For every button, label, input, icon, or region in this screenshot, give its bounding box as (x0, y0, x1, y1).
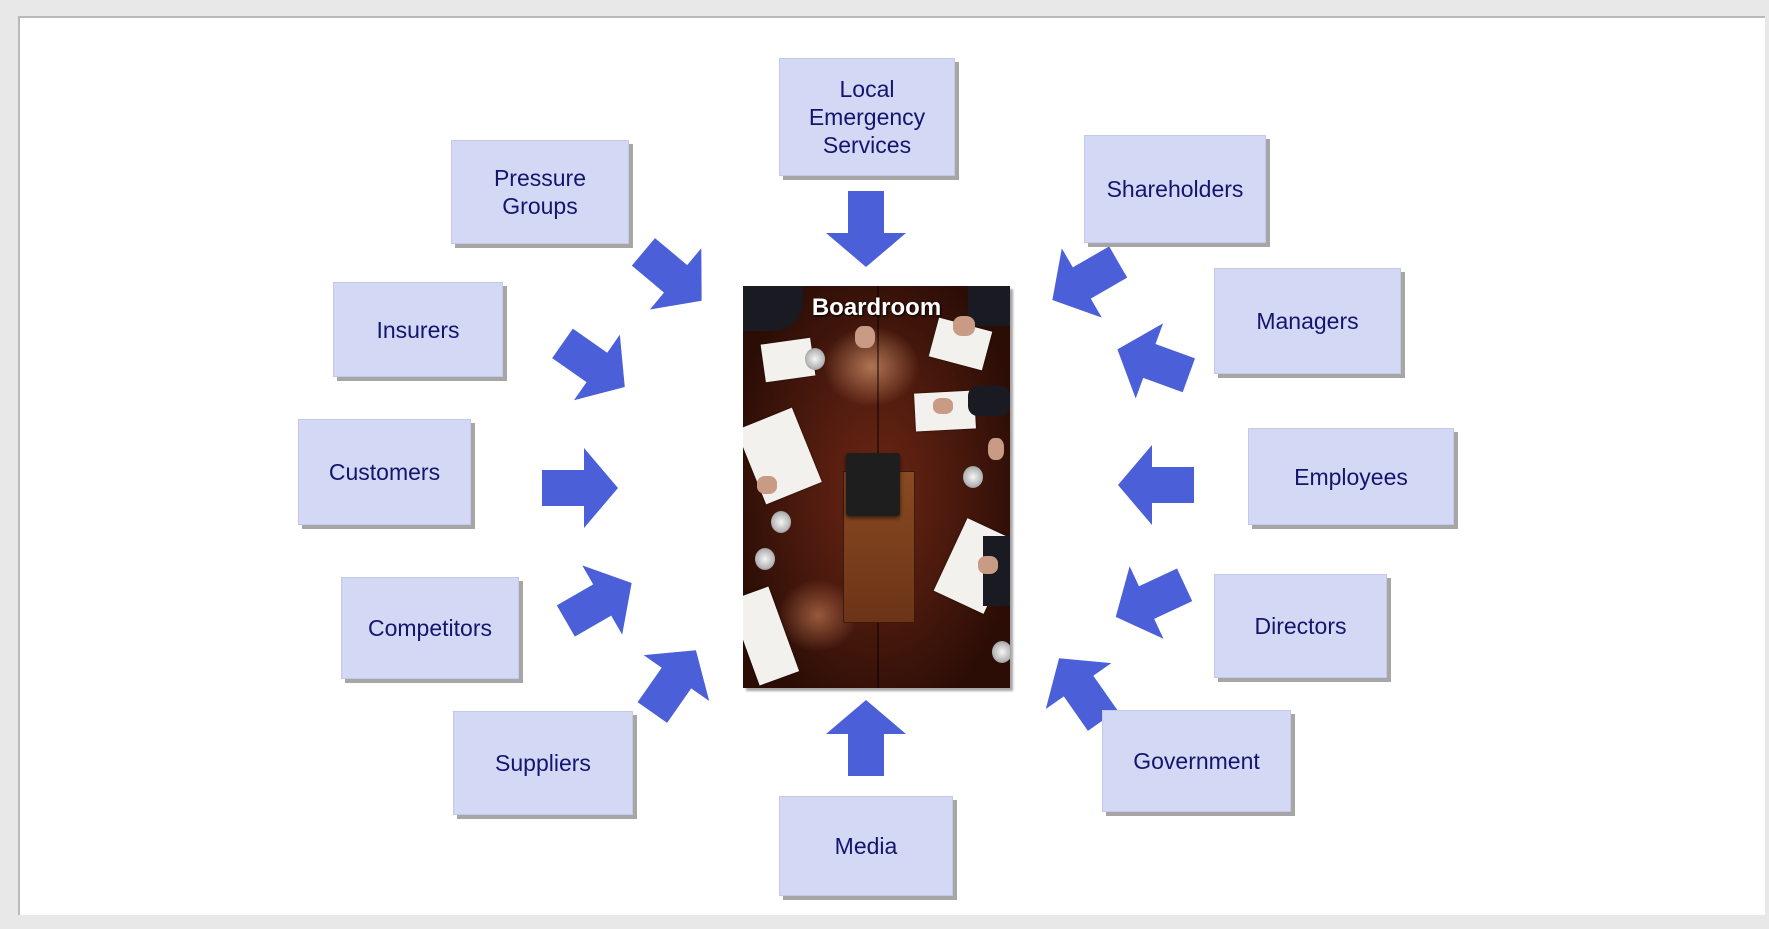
arrow-from-directors (1115, 566, 1193, 639)
stakeholder-managers: Managers (1214, 268, 1401, 374)
arrow-from-government (1045, 658, 1118, 731)
arrow-from-managers (1117, 323, 1195, 399)
arrow-from-insurers (552, 328, 625, 401)
stakeholder-shareholders: Shareholders (1084, 135, 1266, 243)
arrow-from-suppliers (637, 650, 710, 723)
arrow-from-pressure-groups (631, 238, 702, 310)
stakeholder-government: Government (1102, 710, 1291, 812)
arrow-from-customers (542, 448, 618, 528)
stakeholder-pressure-groups: Pressure Groups (451, 140, 629, 244)
arrow-from-local-emergency-services (826, 191, 906, 267)
arrow-from-media (826, 700, 906, 776)
arrow-from-employees (1118, 445, 1194, 525)
stakeholder-customers: Customers (298, 419, 471, 525)
stakeholder-directors: Directors (1214, 574, 1387, 678)
boardroom-label: Boardroom (811, 294, 942, 321)
stakeholder-local-emergency-services: Local Emergency Services (779, 58, 955, 176)
stakeholder-media: Media (779, 796, 953, 896)
stakeholder-insurers: Insurers (333, 282, 503, 377)
arrow-from-competitors (556, 565, 632, 637)
stakeholder-competitors: Competitors (341, 577, 519, 679)
boardroom-photo: Boardroom (743, 286, 1010, 688)
stakeholder-employees: Employees (1248, 428, 1454, 525)
arrow-from-shareholders (1052, 246, 1128, 318)
stakeholder-suppliers: Suppliers (453, 711, 633, 815)
